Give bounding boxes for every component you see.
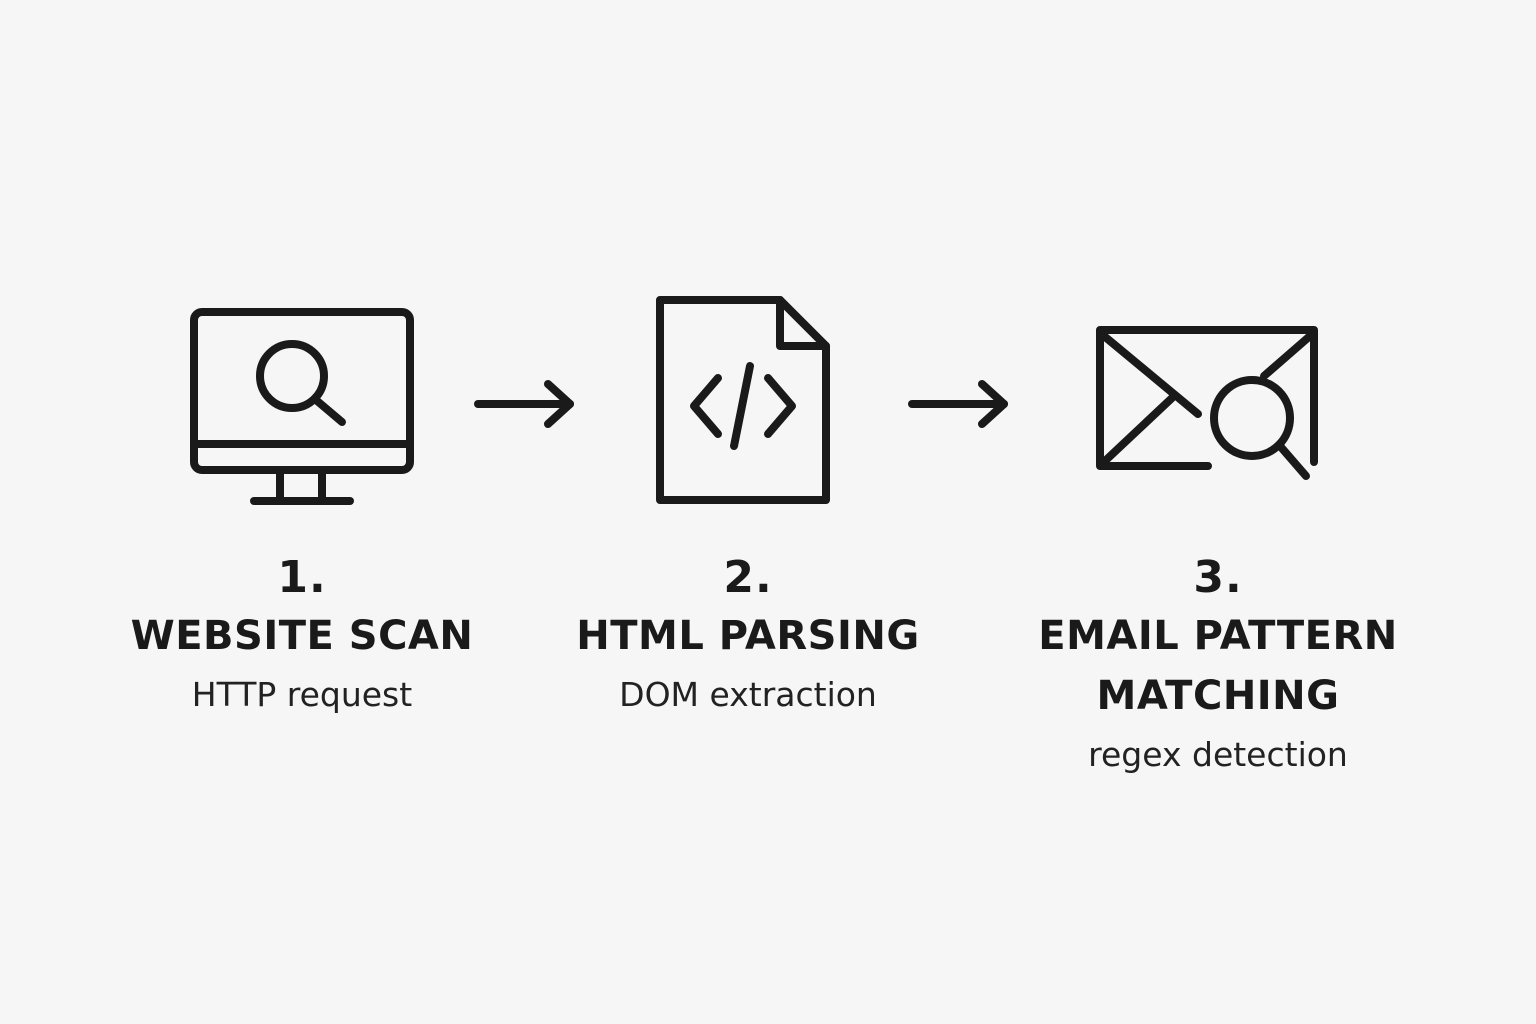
step-number: 1. bbox=[277, 552, 327, 603]
step-3: 3. EMAIL PATTERN MATCHING regex detectio… bbox=[1008, 550, 1428, 784]
step-subtitle: DOM extraction bbox=[619, 675, 877, 714]
step-number: 3. bbox=[1193, 552, 1243, 603]
step-title: HTML PARSING bbox=[576, 613, 920, 659]
envelope-search-icon bbox=[1096, 326, 1318, 480]
step-2: 2. HTML PARSING DOM extraction bbox=[538, 550, 958, 724]
step-title-line-1: EMAIL PATTERN bbox=[1038, 613, 1398, 659]
step-title: WEBSITE SCAN bbox=[130, 613, 474, 659]
arrow-right-icon bbox=[908, 380, 1008, 428]
step-title-line-2: MATCHING bbox=[1096, 673, 1340, 719]
step-subtitle: regex detection bbox=[1088, 735, 1348, 774]
code-document-icon bbox=[656, 296, 830, 504]
step-number: 2. bbox=[723, 552, 773, 603]
step-subtitle: HTTP request bbox=[191, 675, 413, 714]
arrow-right-icon bbox=[474, 380, 574, 428]
step-1: 1. WEBSITE SCAN HTTP request bbox=[92, 550, 512, 724]
monitor-search-icon bbox=[190, 308, 414, 505]
